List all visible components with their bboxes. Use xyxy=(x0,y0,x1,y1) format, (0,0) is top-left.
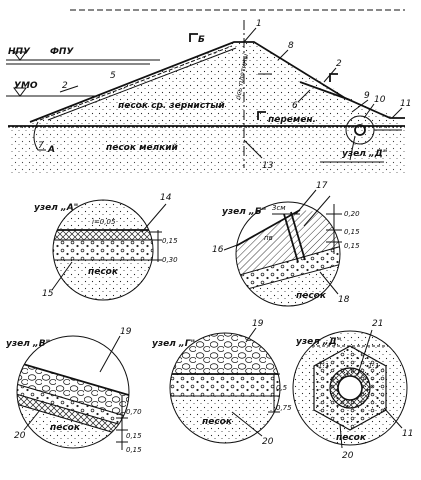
node-b-marker: Б xyxy=(198,35,205,45)
detail-g: узел „Г" 0,5 0,75 песок 19 20 xyxy=(152,319,292,447)
detail-g-dim-2: 0,75 xyxy=(276,404,292,412)
detail-b-tag: пв xyxy=(264,234,273,242)
level-fpu: ФПУ xyxy=(50,47,74,57)
callout-13: 13 xyxy=(262,161,274,171)
callout-1: 1 xyxy=(256,19,262,29)
perepad-label: перемен. xyxy=(268,115,316,125)
detail-d-callout-11: 11 xyxy=(402,429,413,439)
detail-a-callout-15: 15 xyxy=(42,289,54,299)
callout-11: 11 xyxy=(400,99,411,109)
level-npu: НПУ xyxy=(8,47,31,57)
detail-b-dim-3: 0,15 xyxy=(344,242,360,250)
detail-b-callout-16: 16 xyxy=(212,245,224,255)
detail-a-title: узел „А" xyxy=(34,203,78,213)
fill-soil-label: песок ср. зернистый xyxy=(118,101,225,111)
detail-b-callout-17: 17 xyxy=(316,181,328,191)
detail-b-title: узел „Б" xyxy=(222,207,266,217)
callout-5: 5 xyxy=(110,71,116,81)
detail-g-soil: песок xyxy=(202,417,233,427)
callout-2b: 2 xyxy=(336,59,342,69)
detail-v-soil: песок xyxy=(50,423,81,433)
dam-cross-section: НПУ ФПУ УМО ось плотины песок ср. зернис… xyxy=(6,9,411,174)
node-d-callout: узел „Д" xyxy=(342,149,387,159)
dam-body xyxy=(30,42,400,126)
detail-g-title: узел „Г" xyxy=(152,339,195,349)
callout-9: 9 xyxy=(364,91,370,101)
detail-v-callout-20: 20 xyxy=(14,431,26,441)
callout-6: 6 xyxy=(292,101,298,111)
detail-d-callout-21: 21 xyxy=(372,319,383,329)
detail-v-title: узел „В" xyxy=(6,339,50,349)
detail-a-callout-14: 14 xyxy=(160,193,172,203)
detail-a-soil: песок xyxy=(88,267,119,277)
detail-d-callout-20: 20 xyxy=(342,451,354,461)
detail-d-title: узел „Д" xyxy=(296,337,341,347)
base-soil-label: песок мелкий xyxy=(106,143,179,153)
detail-a-slope: i=0,05 xyxy=(92,218,116,226)
detail-b-callout-18: 18 xyxy=(338,295,350,305)
detail-v: узел „В" 0,70 0,15 0,15 песок 19 20 xyxy=(6,327,142,454)
detail-g-callout-19: 19 xyxy=(252,319,264,329)
detail-b-soil: песок xyxy=(296,291,327,301)
detail-v-dim-1: 0,70 xyxy=(126,408,142,416)
detail-b: узел „Б" 3см пв 0,20 0,15 0,15 песок 17 … xyxy=(212,181,360,307)
detail-g-dim-1: 0,5 xyxy=(276,384,288,392)
detail-a-dim-1: 0,15 xyxy=(162,237,178,245)
detail-v-dim-3: 0,15 xyxy=(126,446,142,454)
detail-a-dim-2: 0,30 xyxy=(162,256,178,264)
detail-d-slope-1: 1:1 xyxy=(318,362,329,370)
detail-d-soil: песок xyxy=(336,433,367,443)
callout-10: 10 xyxy=(374,95,386,105)
detail-d-slope-2: 1:1 xyxy=(368,362,379,370)
level-umo: УМО xyxy=(14,81,38,91)
detail-v-callout-19: 19 xyxy=(120,327,132,337)
foundation-sand xyxy=(10,126,405,174)
callout-8: 8 xyxy=(288,41,294,51)
detail-b-dim-2: 0,15 xyxy=(344,228,360,236)
detail-b-width: 3см xyxy=(272,204,286,212)
callout-7: 7 xyxy=(38,141,44,151)
callout-2a: 2 xyxy=(62,81,68,91)
detail-d: узел „Д" 1:1 1:1 песок 21 11 20 xyxy=(292,319,413,461)
node-a-marker: А xyxy=(47,145,55,155)
detail-a: узел „А" i=0,05 0,15 0,30 песок 14 15 xyxy=(34,193,178,301)
detail-v-dim-2: 0,15 xyxy=(126,432,142,440)
detail-b-dim-1: 0,20 xyxy=(344,210,360,218)
detail-g-callout-20: 20 xyxy=(262,437,274,447)
